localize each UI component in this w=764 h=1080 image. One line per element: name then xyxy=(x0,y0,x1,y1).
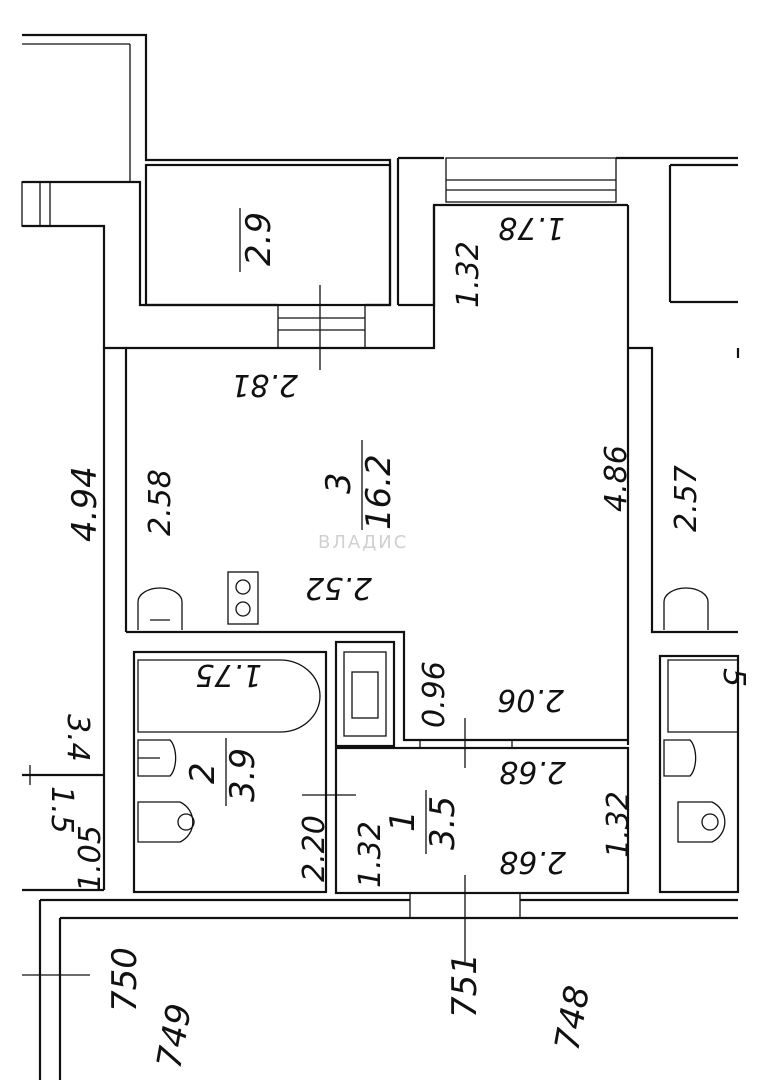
fixtures xyxy=(22,285,738,976)
neighbour-bath-sink-icon xyxy=(663,739,697,777)
bath-sink-icon xyxy=(137,739,177,777)
dimension-labels: 2.81 1.78 1.32 4.94 2.58 4.86 2.57 2.52 … xyxy=(44,210,751,892)
dim-4-94: 4.94 xyxy=(65,466,105,542)
dim-2-68-bottom: 2.68 xyxy=(499,844,566,879)
dim-2-58: 2.58 xyxy=(143,469,178,536)
room-3-number: 3 xyxy=(319,472,359,494)
dim-1-78: 1.78 xyxy=(498,210,565,245)
room-1-number: 1 xyxy=(383,810,423,832)
washing-machine-icon xyxy=(334,640,396,748)
dim-1-32-left: 1.32 xyxy=(353,821,388,888)
unit-748: 748 xyxy=(547,983,598,1054)
dim-2-81: 2.81 xyxy=(231,367,298,402)
dim-3-4: 3.4 xyxy=(60,714,95,762)
watermark-text: ВЛАДИС xyxy=(318,532,408,553)
room-2-area: 3.9 xyxy=(223,748,263,802)
loggia-area: 2.9 xyxy=(239,212,279,266)
room-2-number: 2 xyxy=(183,762,223,784)
dim-2-06: 2.06 xyxy=(497,682,564,717)
unit-numbers: 750 749 751 748 xyxy=(105,947,598,1071)
dim-2-68-top: 2.68 xyxy=(499,754,566,789)
dim-4-86: 4.86 xyxy=(599,445,634,512)
kitchen-sink-icon xyxy=(137,587,183,630)
stove-icon xyxy=(227,571,259,625)
dim-2-52: 2.52 xyxy=(305,570,372,605)
neighbour-bathtub-icon xyxy=(667,659,738,733)
unit-749: 749 xyxy=(149,1001,200,1072)
neighbour-toilet-icon xyxy=(677,801,726,843)
walls xyxy=(21,33,740,1080)
dim-1-32-right: 1.32 xyxy=(601,791,636,858)
dim-1-32-top: 1.32 xyxy=(451,241,486,308)
room-labels: 3 16.2 2 3.9 1 3.5 2.9 xyxy=(183,208,463,854)
bathtub-icon xyxy=(137,659,321,733)
room-1-area: 3.5 xyxy=(423,796,463,850)
dim-2-57: 2.57 xyxy=(669,465,704,532)
dim-2-20: 2.20 xyxy=(297,815,332,882)
dim-1-05: 1.05 xyxy=(73,825,108,892)
room-3-area: 16.2 xyxy=(359,454,399,530)
dim-5: 5 xyxy=(716,668,751,687)
unit-751: 751 xyxy=(445,953,485,1018)
dim-1-75: 1.75 xyxy=(195,657,262,692)
dim-1-5: 1.5 xyxy=(44,786,79,834)
unit-750: 750 xyxy=(105,947,145,1012)
toilet-icon xyxy=(137,801,194,843)
neighbour-sink-icon xyxy=(663,587,709,630)
dim-0-96: 0.96 xyxy=(417,661,452,728)
